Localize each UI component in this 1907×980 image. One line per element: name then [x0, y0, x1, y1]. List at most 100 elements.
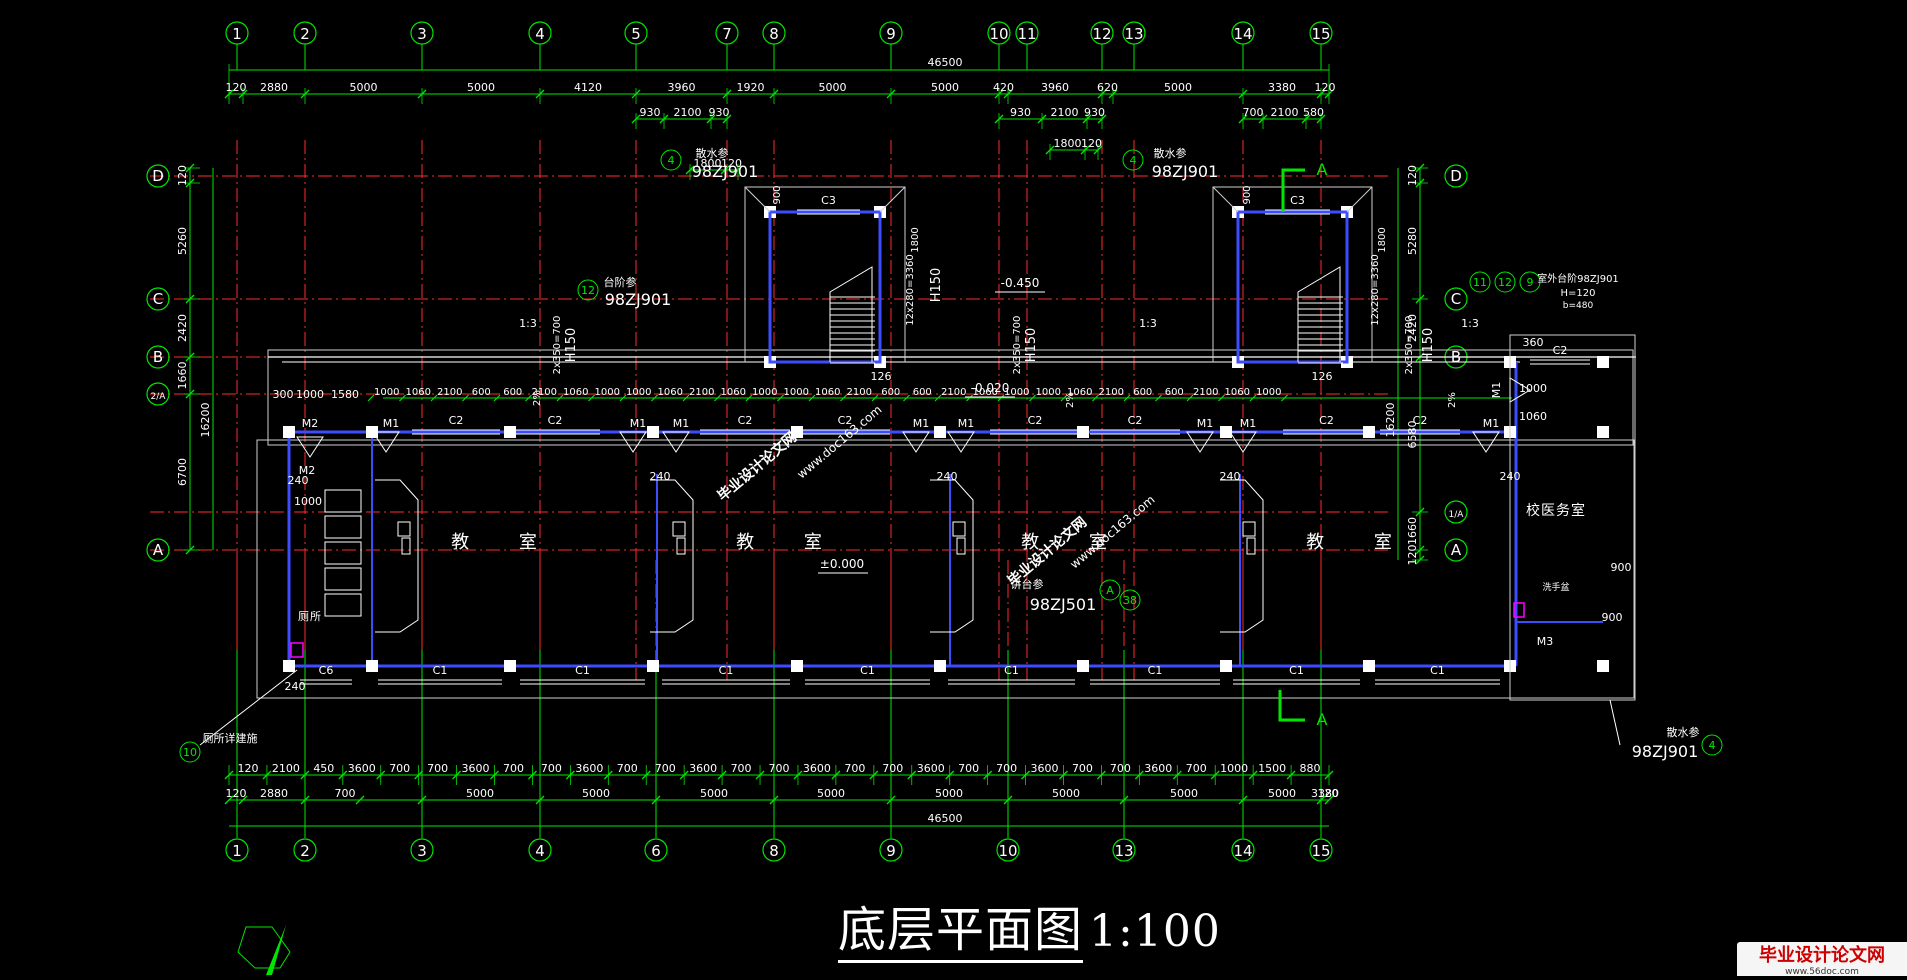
axis-label-bottom-1: 1	[232, 842, 242, 860]
dim-bottom1-label: 700	[1072, 762, 1093, 775]
misc-dim: 240	[650, 470, 671, 483]
axis-bubble-top	[879, 21, 903, 45]
toilet-stall	[324, 593, 362, 617]
right-ref-a-num: 11	[1473, 276, 1487, 289]
dim-top-label: 3960	[1041, 81, 1069, 94]
misc-dim: 1000	[1519, 382, 1547, 395]
dim-bottom1-label: 3600	[1144, 762, 1172, 775]
corridor-outline	[267, 349, 1634, 446]
stair-ref-2-label: 散水参	[1154, 146, 1187, 160]
axis-label-left-3: 2/A	[151, 392, 167, 402]
step-ref-num: 12	[581, 284, 595, 297]
dim-corridor-label: 1060	[1067, 387, 1092, 398]
dim-bottom1-label: 3600	[689, 762, 717, 775]
dim-total-top-label: 46500	[928, 56, 963, 69]
dim-left-label: 6700	[176, 458, 189, 486]
axis-bubble-top	[225, 21, 249, 45]
column	[1363, 426, 1375, 438]
axis-label-left-1: C	[153, 290, 163, 308]
stair-dim-1800b: 1800	[1377, 227, 1388, 252]
stair-apron	[1212, 186, 1373, 362]
dim-corridor-label: 2100	[437, 387, 462, 398]
right-bottom-ref-num: 4	[1709, 739, 1716, 752]
dim-total-bottom-label: 46500	[928, 812, 963, 825]
column	[283, 660, 295, 672]
axis-label-bottom-10: 10	[998, 842, 1017, 860]
axis-bubble-right	[1444, 287, 1468, 311]
axis-label-top-9: 9	[886, 25, 896, 43]
stair-h-0: H150	[564, 328, 579, 363]
desk	[952, 521, 966, 537]
dim-bottom2-label: 5000	[935, 787, 963, 800]
dim-corridor-label: 600	[472, 387, 491, 398]
misc-dim: 300	[273, 388, 294, 401]
window-label-C1: C1	[433, 664, 448, 677]
axis-bubble-bottom	[1309, 838, 1333, 862]
room-label-4: 校医务室	[1526, 502, 1586, 519]
door-label: M1	[958, 417, 975, 430]
axis-bubble-top	[624, 21, 648, 45]
dim-bottom2-label: 5000	[700, 787, 728, 800]
dim-bottom1-label: 700	[389, 762, 410, 775]
dim-bottom1-label: 700	[731, 762, 752, 775]
dim-bottom2-label: 5000	[582, 787, 610, 800]
column	[1220, 426, 1232, 438]
stair-dim-900: 900	[772, 185, 783, 204]
dim-corridor-tick	[871, 394, 879, 402]
column	[1597, 660, 1609, 672]
dim-bottom1-label: 700	[882, 762, 903, 775]
column	[647, 426, 659, 438]
window-label-C2: C2	[1413, 414, 1428, 427]
window-label-C3: C3	[821, 194, 836, 207]
dim-bottom1-label: 1500	[1258, 762, 1286, 775]
axis-label-left-2: B	[153, 348, 163, 366]
axis-label-right-4: A	[1451, 541, 1462, 559]
dim-bottom1-label: 700	[769, 762, 790, 775]
window-label-C1: C1	[1430, 664, 1445, 677]
dim-corridor-label: 2100	[532, 387, 557, 398]
pct-2: 2%	[1065, 392, 1076, 408]
axis-bubble-top	[715, 21, 739, 45]
stair-dim-900b: 900	[1242, 185, 1253, 204]
dim-corridor-label: 1060	[815, 387, 840, 398]
walls-layer	[256, 186, 1636, 701]
axis-label-bottom-9: 9	[886, 842, 896, 860]
dim-bottom1-label: 700	[655, 762, 676, 775]
dim-stair-top-right-label: 930	[1084, 106, 1105, 119]
dim-bottom2-tick	[1003, 795, 1013, 805]
dim-bottom2-tick	[651, 795, 661, 805]
axis-label-bottom-6: 6	[651, 842, 661, 860]
dim-right-label: 2420	[1406, 314, 1419, 342]
axis-label-top-4: 4	[535, 25, 545, 43]
axis-bubble-right	[1444, 164, 1468, 188]
dim-stair-top-right-label: 2100	[1051, 106, 1079, 119]
dim-right-label: 6580	[1406, 421, 1419, 449]
dim-corridor-tick	[966, 394, 973, 402]
dim-top-label: 120	[1315, 81, 1336, 94]
axis-bubble-bottom	[528, 838, 552, 862]
slope-3: 1:3	[1461, 317, 1479, 330]
dim-bottom1-label: 700	[503, 762, 524, 775]
desk	[1242, 521, 1256, 537]
dim-bottom2-tick	[535, 795, 545, 805]
toilet-stall	[324, 541, 362, 565]
dim-top-label: 1920	[737, 81, 765, 94]
dim-bottom1-label: 3600	[803, 762, 831, 775]
door-swing	[1186, 431, 1214, 453]
dim-bottom2-tick	[238, 795, 248, 805]
stair-apron	[744, 186, 906, 362]
misc-dim: 126	[871, 370, 892, 383]
dim-top-label: 3380	[1268, 81, 1296, 94]
axis-bubble-bottom	[1231, 838, 1255, 862]
toilet-stall	[324, 489, 362, 513]
dim-right-top-label: 700	[1243, 106, 1264, 119]
door-label: M1	[1490, 382, 1503, 399]
misc-dim: 1000	[296, 388, 324, 401]
podium-outline	[1220, 479, 1264, 633]
dim-bottom2-tick	[769, 795, 779, 805]
dim-stair-top-left-label: 930	[640, 106, 661, 119]
podium-code: 98ZJ501	[1030, 595, 1097, 614]
axis-label-left-4: A	[153, 541, 164, 559]
dim-bottom2-tick	[300, 795, 310, 805]
